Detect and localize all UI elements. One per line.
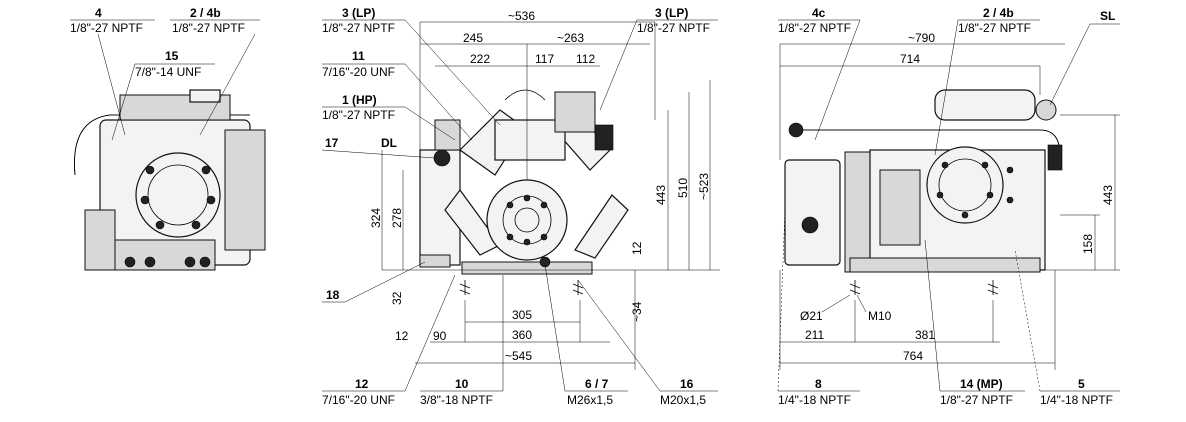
dim-510: 510 — [676, 178, 690, 198]
dim-m10: M10 — [868, 309, 892, 323]
callout-3lp-right-num: 3 (LP) — [655, 6, 688, 20]
callout-2-4b-left: 2 / 4b 1/8"-27 NPTF — [170, 6, 260, 136]
dim-158: 158 — [1081, 234, 1095, 254]
dim-211: 211 — [805, 328, 824, 342]
callout-2-4b-left-spec: 1/8"-27 NPTF — [172, 21, 245, 35]
callout-16: 16 M20x1,5 — [577, 279, 718, 407]
callout-16-spec: M20x1,5 — [660, 393, 706, 407]
dim-278: 278 — [390, 208, 404, 228]
callout-15-spec: 7/8"-14 UNF — [135, 65, 201, 79]
callout-14mp: 14 (MP) 1/8"-27 NPTF — [924, 239, 1025, 407]
callout-2-4b-right-spec: 1/8"-27 NPTF — [958, 21, 1031, 35]
callout-8: 8 1/4"-18 NPTF — [777, 209, 860, 407]
callout-dl: DL — [381, 136, 397, 150]
callout-3lp-right-spec: 1/8"-27 NPTF — [637, 21, 710, 35]
callout-3lp-right: 3 (LP) 1/8"-27 NPTF — [599, 6, 718, 111]
callout-4: 4 1/8"-27 NPTF — [70, 6, 155, 136]
dim-714: 714 — [900, 52, 920, 66]
callout-18-num: 18 — [326, 288, 340, 302]
callout-17-num: 17 — [325, 136, 339, 150]
side-view-compressor — [784, 89, 1063, 295]
dim-381: 381 — [915, 328, 935, 342]
callout-3lp-left-num: 3 (LP) — [342, 6, 375, 20]
dim-324: 324 — [369, 208, 383, 228]
callout-dl-num: DL — [381, 136, 397, 150]
dim-764: 764 — [903, 349, 923, 363]
front-view-compressor — [419, 89, 629, 295]
dim-d21: Ø21 — [800, 309, 823, 323]
callout-10: 10 3/8"-18 NPTF — [420, 275, 504, 407]
dim-443: 443 — [654, 185, 668, 205]
dim-523: ~523 — [697, 173, 711, 200]
callout-2-4b-right-num: 2 / 4b — [983, 6, 1014, 20]
dim-side-443: 443 — [1101, 185, 1115, 205]
dim-305: 305 — [512, 308, 532, 322]
dim-12-vert: 12 — [630, 241, 644, 255]
callout-6-7-num: 6 / 7 — [585, 377, 609, 391]
callout-3lp-left-spec: 1/8"-27 NPTF — [322, 21, 395, 35]
callout-16-num: 16 — [680, 377, 694, 391]
callout-1hp: 1 (HP) 1/8"-27 NPTF — [322, 93, 456, 141]
callout-5: 5 1/4"-18 NPTF — [1014, 249, 1120, 407]
callout-5-num: 5 — [1078, 377, 1085, 391]
callout-4-num: 4 — [95, 6, 102, 20]
dim-117: 117 — [535, 52, 554, 66]
dim-263: ~263 — [557, 31, 584, 45]
callout-15-num: 15 — [165, 49, 179, 63]
dim-360: 360 — [512, 328, 532, 342]
callout-4-spec: 1/8"-27 NPTF — [70, 21, 143, 35]
callout-10-spec: 3/8"-18 NPTF — [420, 393, 493, 407]
callout-sl: SL — [1049, 9, 1120, 106]
callout-18: 18 — [322, 261, 426, 303]
callout-8-spec: 1/4"-18 NPTF — [778, 393, 851, 407]
callout-10-num: 10 — [455, 377, 469, 391]
dim-222: 222 — [470, 52, 490, 66]
front-dimensions: ~536 245 ~263 222 117 112 324 278 443 51… — [369, 9, 720, 370]
dim-32: 32 — [390, 291, 404, 305]
left-view-compressor — [74, 89, 266, 271]
callout-4c-spec: 1/8"-27 NPTF — [778, 21, 851, 35]
callout-1hp-spec: 1/8"-27 NPTF — [322, 108, 395, 122]
callout-4c-num: 4c — [812, 6, 826, 20]
dim-545: ~545 — [505, 349, 532, 363]
callout-12-num: 12 — [355, 377, 369, 391]
callout-17: 17 — [321, 136, 436, 159]
callout-4c: 4c 1/8"-27 NPTF — [778, 6, 861, 141]
callout-8-num: 8 — [815, 377, 822, 391]
callout-11-spec: 7/16"-20 UNF — [322, 65, 395, 79]
callout-6-7: 6 / 7 M26x1,5 — [544, 264, 628, 407]
callout-sl-num: SL — [1100, 9, 1115, 23]
callout-2-4b-right: 2 / 4b 1/8"-27 NPTF — [934, 6, 1040, 156]
callout-1hp-num: 1 (HP) — [342, 93, 377, 107]
dim-790: ~790 — [908, 31, 935, 45]
callout-3lp-left: 3 (LP) 1/8"-27 NPTF — [322, 6, 501, 126]
callout-14mp-spec: 1/8"-27 NPTF — [940, 393, 1013, 407]
callout-11-num: 11 — [352, 49, 365, 63]
dim-12-bottom: 12 — [395, 329, 409, 343]
callout-12-spec: 7/16"-20 UNF — [322, 393, 395, 407]
dim-112: 112 — [576, 52, 595, 66]
callout-11: 11 7/16"-20 UNF — [322, 49, 473, 141]
dim-overall-width: ~536 — [508, 9, 535, 23]
callout-6-7-spec: M26x1,5 — [567, 393, 613, 407]
callout-2-4b-left-num: 2 / 4b — [190, 6, 221, 20]
callout-12: 12 7/16"-20 UNF — [322, 274, 456, 407]
callout-14mp-num: 14 (MP) — [960, 377, 1003, 391]
callout-5-spec: 1/4"-18 NPTF — [1040, 393, 1113, 407]
dim-90: 90 — [433, 329, 447, 343]
side-dimensions: ~790 714 443 158 Ø21 M10 211 381 764 — [779, 31, 1120, 370]
dim-245: 245 — [463, 31, 483, 45]
callout-15: 15 7/8"-14 UNF — [111, 49, 215, 141]
dim-34: ~34 — [630, 301, 644, 322]
